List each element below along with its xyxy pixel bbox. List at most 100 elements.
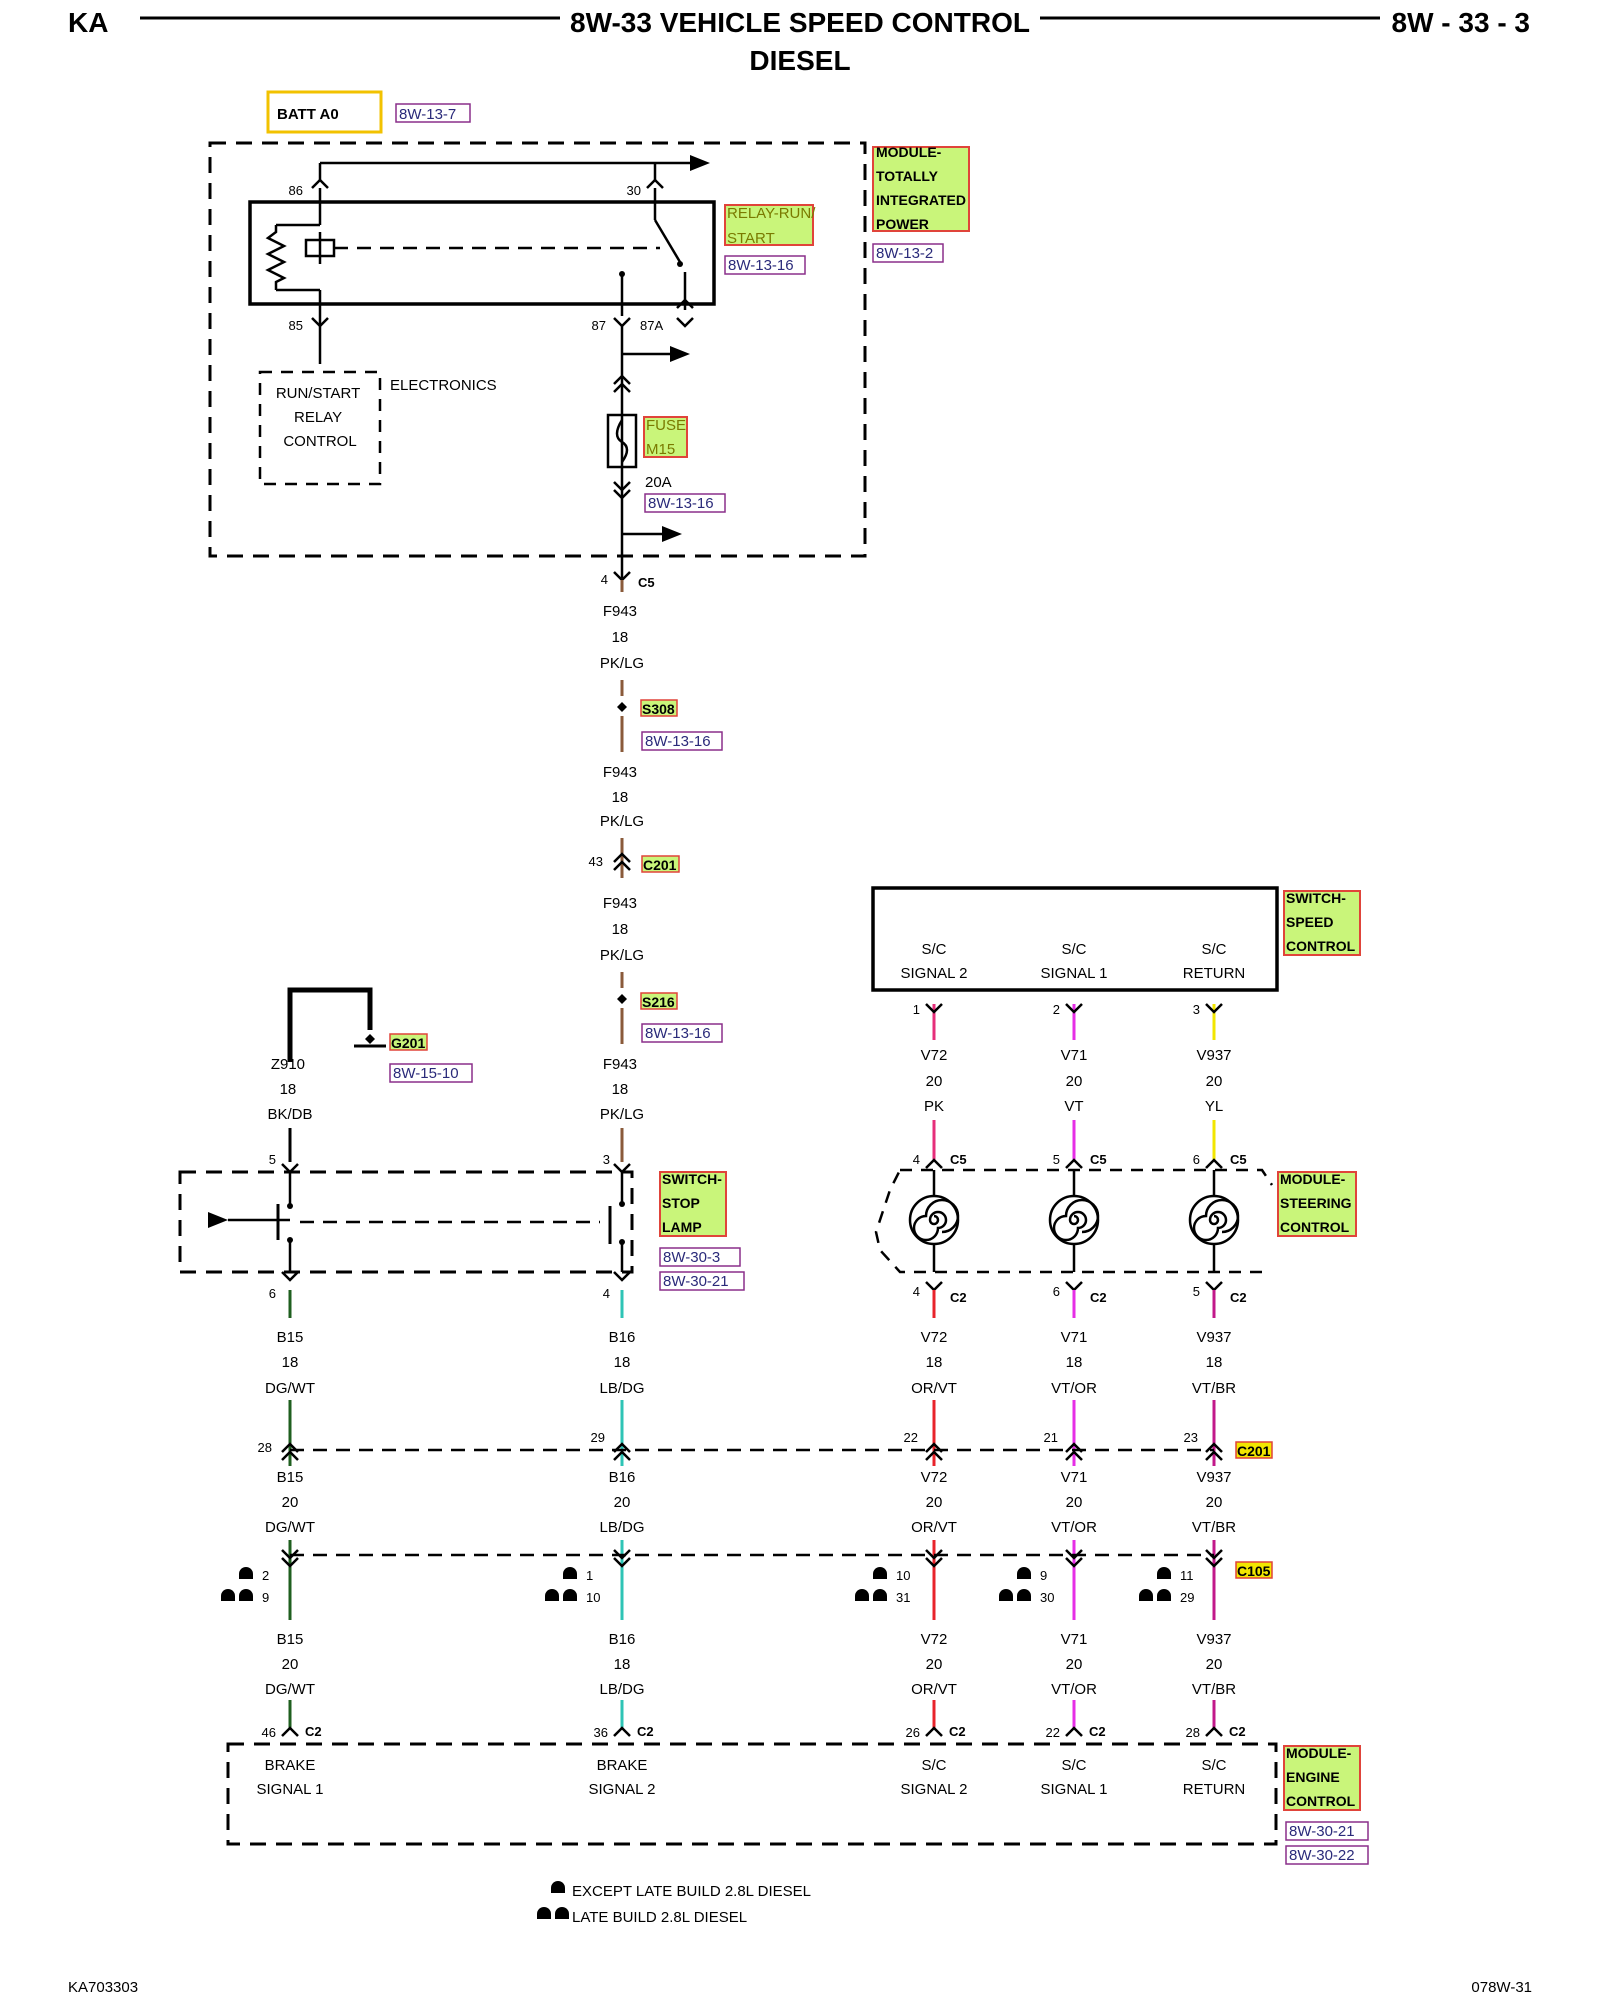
- relay-ref[interactable]: 8W-13-16: [728, 257, 794, 274]
- c5-label: C5: [1230, 1152, 1247, 1167]
- connector-icon: [646, 178, 664, 189]
- footer-left: KA703303: [68, 1979, 138, 1996]
- fuse-ref[interactable]: 8W-13-16: [648, 495, 714, 512]
- speed-switch-label-box: [1283, 890, 1361, 956]
- stop-lamp-label-box: [659, 1171, 727, 1237]
- stop-lamp-ref-2[interactable]: 8W-30-21: [663, 1273, 729, 1290]
- c2-label: C2: [305, 1724, 322, 1739]
- connector-icon: [925, 1003, 943, 1014]
- build-option-icon: [555, 1907, 569, 1914]
- stop-lamp-label: SWITCH- STOP LAMP: [662, 1171, 726, 1235]
- c5-pin: 5: [1053, 1152, 1060, 1167]
- c105-pin: 2: [262, 1568, 269, 1583]
- connector-icon: [613, 317, 631, 328]
- ecm-ref-1[interactable]: 8W-30-21: [1289, 1823, 1355, 1840]
- build-option-icon: [1139, 1589, 1153, 1596]
- c105-pin: 9: [1040, 1568, 1047, 1583]
- s216-label: S216: [642, 994, 675, 1010]
- stop-lamp-ref-1[interactable]: 8W-30-3: [663, 1249, 720, 1266]
- ecm-connectors: [281, 1726, 1223, 1737]
- connector-icon: [613, 489, 631, 500]
- relay-label: RELAY-RUN/ START: [727, 205, 820, 247]
- feed-c5-pin: 4: [601, 572, 608, 587]
- c2-label: C2: [1089, 1724, 1106, 1739]
- ground-wire-label: Z910 18 BK/DB: [267, 1056, 312, 1123]
- pin-85: 85: [289, 318, 303, 333]
- c105-pin: 31: [896, 1590, 910, 1605]
- ecm-pin-28: 28: [1186, 1725, 1200, 1740]
- c2-label: C2: [950, 1290, 967, 1305]
- tipm-outline: [208, 141, 867, 558]
- clockspring-coil-icon: [1048, 1194, 1100, 1246]
- resistor-icon: [265, 225, 287, 290]
- s308-ref[interactable]: 8W-13-16: [645, 733, 711, 750]
- ecm-label: MODULE- ENGINE CONTROL: [1286, 1745, 1356, 1809]
- c105-label: C105: [1237, 1563, 1271, 1579]
- pin-87a: 87A: [640, 318, 663, 333]
- connector-icon: [613, 860, 631, 871]
- connector-icon: [1205, 1003, 1223, 1014]
- build-option-icon: [1017, 1589, 1031, 1596]
- feed-wire-1: F943 18 PK/LG: [600, 603, 644, 672]
- c201-pin-21: 21: [1044, 1430, 1058, 1445]
- s216-ref[interactable]: 8W-13-16: [645, 1025, 711, 1042]
- connector-icon: [925, 1281, 943, 1292]
- ecm-ref-2[interactable]: 8W-30-22: [1289, 1847, 1355, 1864]
- run-start-control-box: [258, 370, 382, 486]
- bus-arrow-icon: [690, 155, 710, 171]
- fuse-label-box: [643, 416, 688, 458]
- c201-pin-23: 23: [1184, 1430, 1198, 1445]
- c2-label: C2: [1230, 1290, 1247, 1305]
- legend-single: EXCEPT LATE BUILD 2.8L DIESEL: [551, 1881, 811, 1900]
- c2-pin: 6: [1053, 1284, 1060, 1299]
- connector-icon: [311, 178, 329, 189]
- splice-icon: [617, 994, 627, 1004]
- header-right: 8W - 33 - 3: [1392, 7, 1530, 38]
- c201-connectors: [281, 1442, 1223, 1461]
- tipm-label-box: [872, 146, 970, 232]
- connector-icon: [1205, 1158, 1223, 1169]
- fuse-rating: 20A: [645, 474, 672, 491]
- speed-pin-1: 1: [913, 1002, 920, 1017]
- relay-box: [248, 200, 716, 306]
- clockspring-coil-icon: [908, 1194, 960, 1246]
- build-option-icon: [239, 1589, 253, 1596]
- c2-pin: 5: [1193, 1284, 1200, 1299]
- tipm-label: MODULE- TOTALLY INTEGRATED POWER: [876, 144, 970, 232]
- g201-ref[interactable]: 8W-15-10: [393, 1065, 459, 1082]
- stop-lamp-switch-outline: [178, 1170, 634, 1274]
- connector-icon: [613, 382, 631, 393]
- tipm-ref[interactable]: 8W-13-2: [876, 245, 933, 262]
- relay-ref-box: [724, 255, 806, 275]
- batt-box: [266, 90, 383, 134]
- pin-87: 87: [592, 318, 606, 333]
- c5-label: C5: [1090, 1152, 1107, 1167]
- fuse-icon: [606, 413, 638, 469]
- build-option-icon: [239, 1567, 253, 1574]
- batt-ref[interactable]: 8W-13-7: [399, 106, 456, 123]
- c2-label: C2: [1090, 1290, 1107, 1305]
- c201-label-bottom: C201: [1237, 1443, 1271, 1459]
- connector-icon: [1205, 1281, 1223, 1292]
- connector-icon: [1065, 1158, 1083, 1169]
- c2-label: C2: [1229, 1724, 1246, 1739]
